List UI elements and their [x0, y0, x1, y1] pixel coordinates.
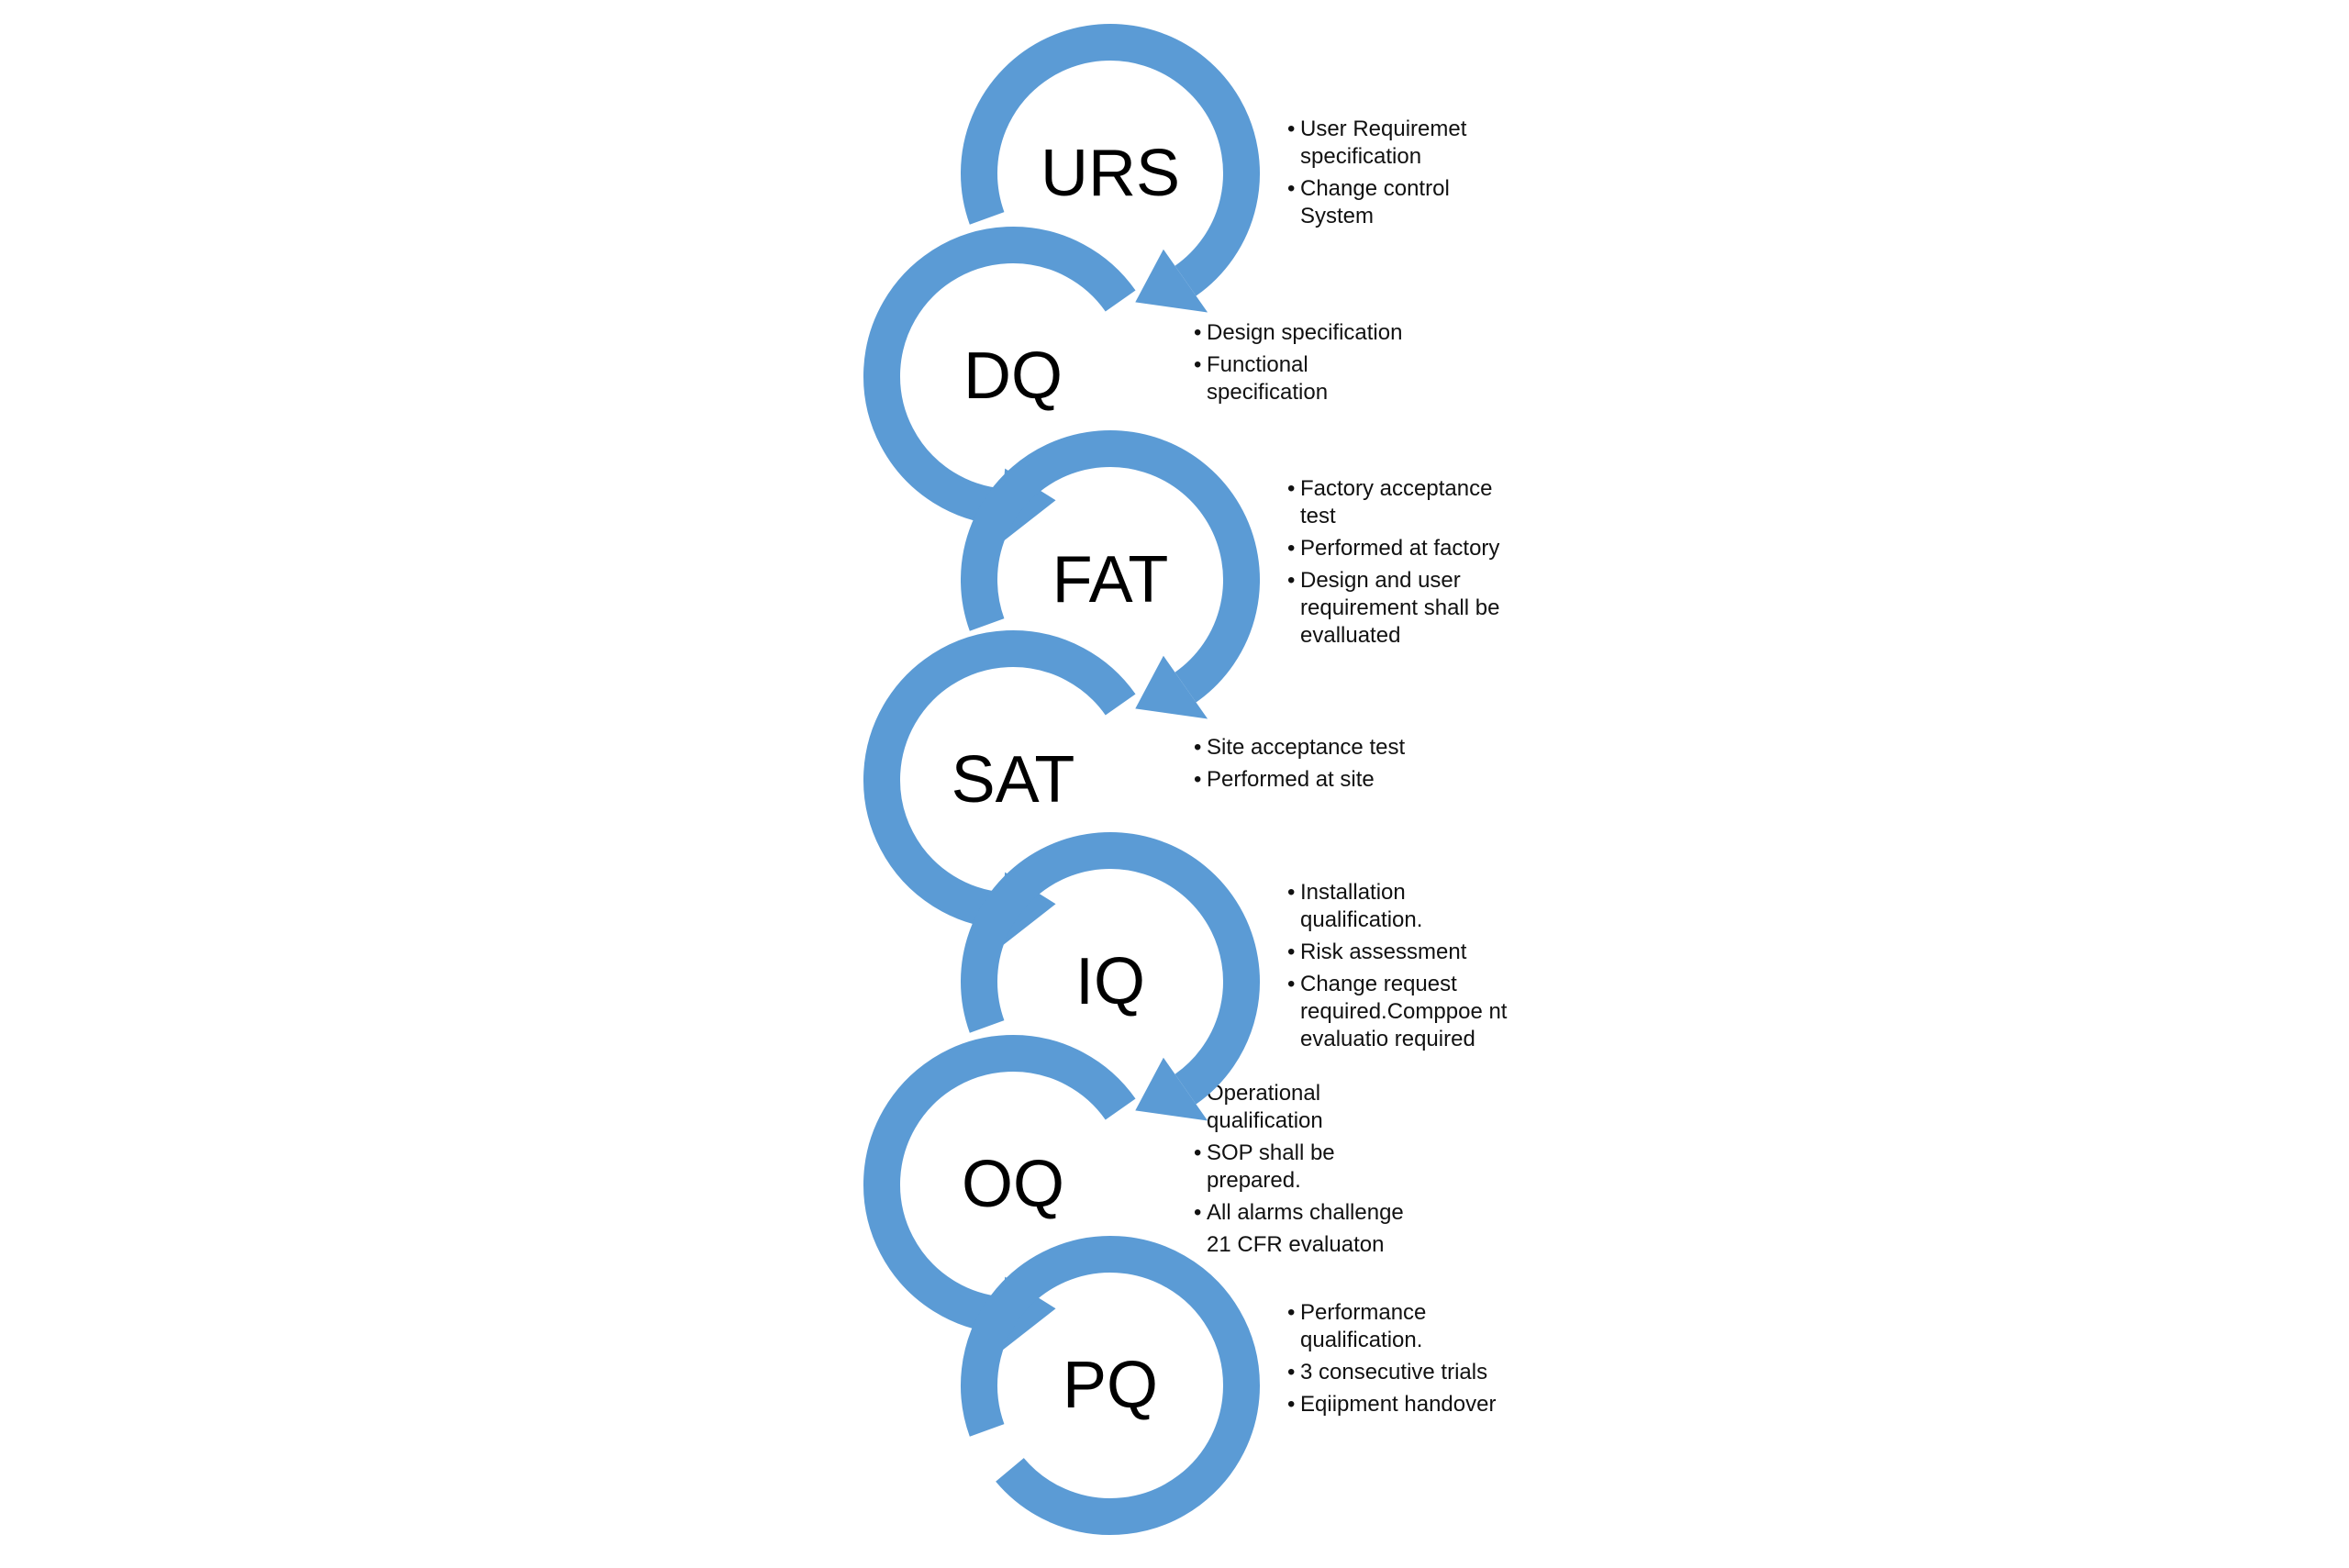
- arc-body: [863, 630, 1136, 929]
- note-item: Change control System: [1287, 175, 1508, 230]
- stage-notes: Performance qualification. 3 consecutive…: [1287, 1299, 1508, 1423]
- note-item: Functional specification: [1194, 351, 1414, 406]
- note-item: Performed at site: [1194, 766, 1414, 794]
- note-item: Installation qualification.: [1287, 879, 1508, 934]
- arc-body: [961, 1235, 1260, 1535]
- note-item: All alarms challenge: [1194, 1199, 1414, 1227]
- circular-arrow-urs: [961, 24, 1260, 313]
- arc-body: [961, 24, 1260, 296]
- note-item: User Requiremet specification: [1287, 116, 1508, 171]
- note-item: Design and user requirement shall be eva…: [1287, 567, 1508, 650]
- arc-body: [961, 430, 1260, 703]
- note-item: Site acceptance test: [1194, 734, 1414, 762]
- note-item: SOP shall be prepared.: [1194, 1140, 1414, 1195]
- stage-notes: Design specification Functional specific…: [1194, 319, 1414, 411]
- circular-arrow-fat: [961, 430, 1260, 719]
- stage-label: FAT: [1052, 543, 1169, 617]
- note-item: Eqiipment handover: [1287, 1391, 1508, 1418]
- arc-body: [863, 1035, 1136, 1334]
- note-item: 21 CFR evaluaton: [1207, 1232, 1385, 1257]
- circular-arrow-iq: [961, 832, 1260, 1121]
- stage-notes: User Requiremet specification Change con…: [1287, 116, 1508, 235]
- stage-label: SAT: [951, 743, 1075, 817]
- arc-body: [863, 227, 1136, 526]
- note-item: Design specification: [1194, 319, 1414, 347]
- stage-notes: Factory acceptance test Performed at fac…: [1287, 475, 1508, 654]
- note-item: Factory acceptance test: [1287, 475, 1508, 530]
- stage-label: PQ: [1062, 1349, 1159, 1422]
- stage-label: DQ: [963, 339, 1063, 413]
- circular-arrow-pq: [961, 1235, 1260, 1535]
- note-item: 3 consecutive trials: [1287, 1359, 1508, 1386]
- stage-label: URS: [1040, 137, 1181, 210]
- note-item: Performed at factory: [1287, 535, 1508, 562]
- note-item: Performance qualification.: [1287, 1299, 1508, 1354]
- arrowhead-icon: [1135, 1057, 1208, 1121]
- arrowhead-icon: [1135, 655, 1208, 719]
- arrowhead-icon: [1135, 249, 1208, 313]
- note-item: Risk assessment: [1287, 939, 1508, 966]
- stage-notes: Operational qualification SOP shall be p…: [1194, 1080, 1414, 1263]
- stage-label: OQ: [961, 1148, 1065, 1221]
- note-item: Change request required.Comppoe nt evalu…: [1287, 971, 1508, 1053]
- stage-label: IQ: [1074, 945, 1146, 1018]
- arc-body: [961, 832, 1260, 1105]
- stage-notes: Installation qualification. Risk assessm…: [1287, 879, 1508, 1058]
- stage-notes: Site acceptance test Performed at site: [1194, 734, 1414, 798]
